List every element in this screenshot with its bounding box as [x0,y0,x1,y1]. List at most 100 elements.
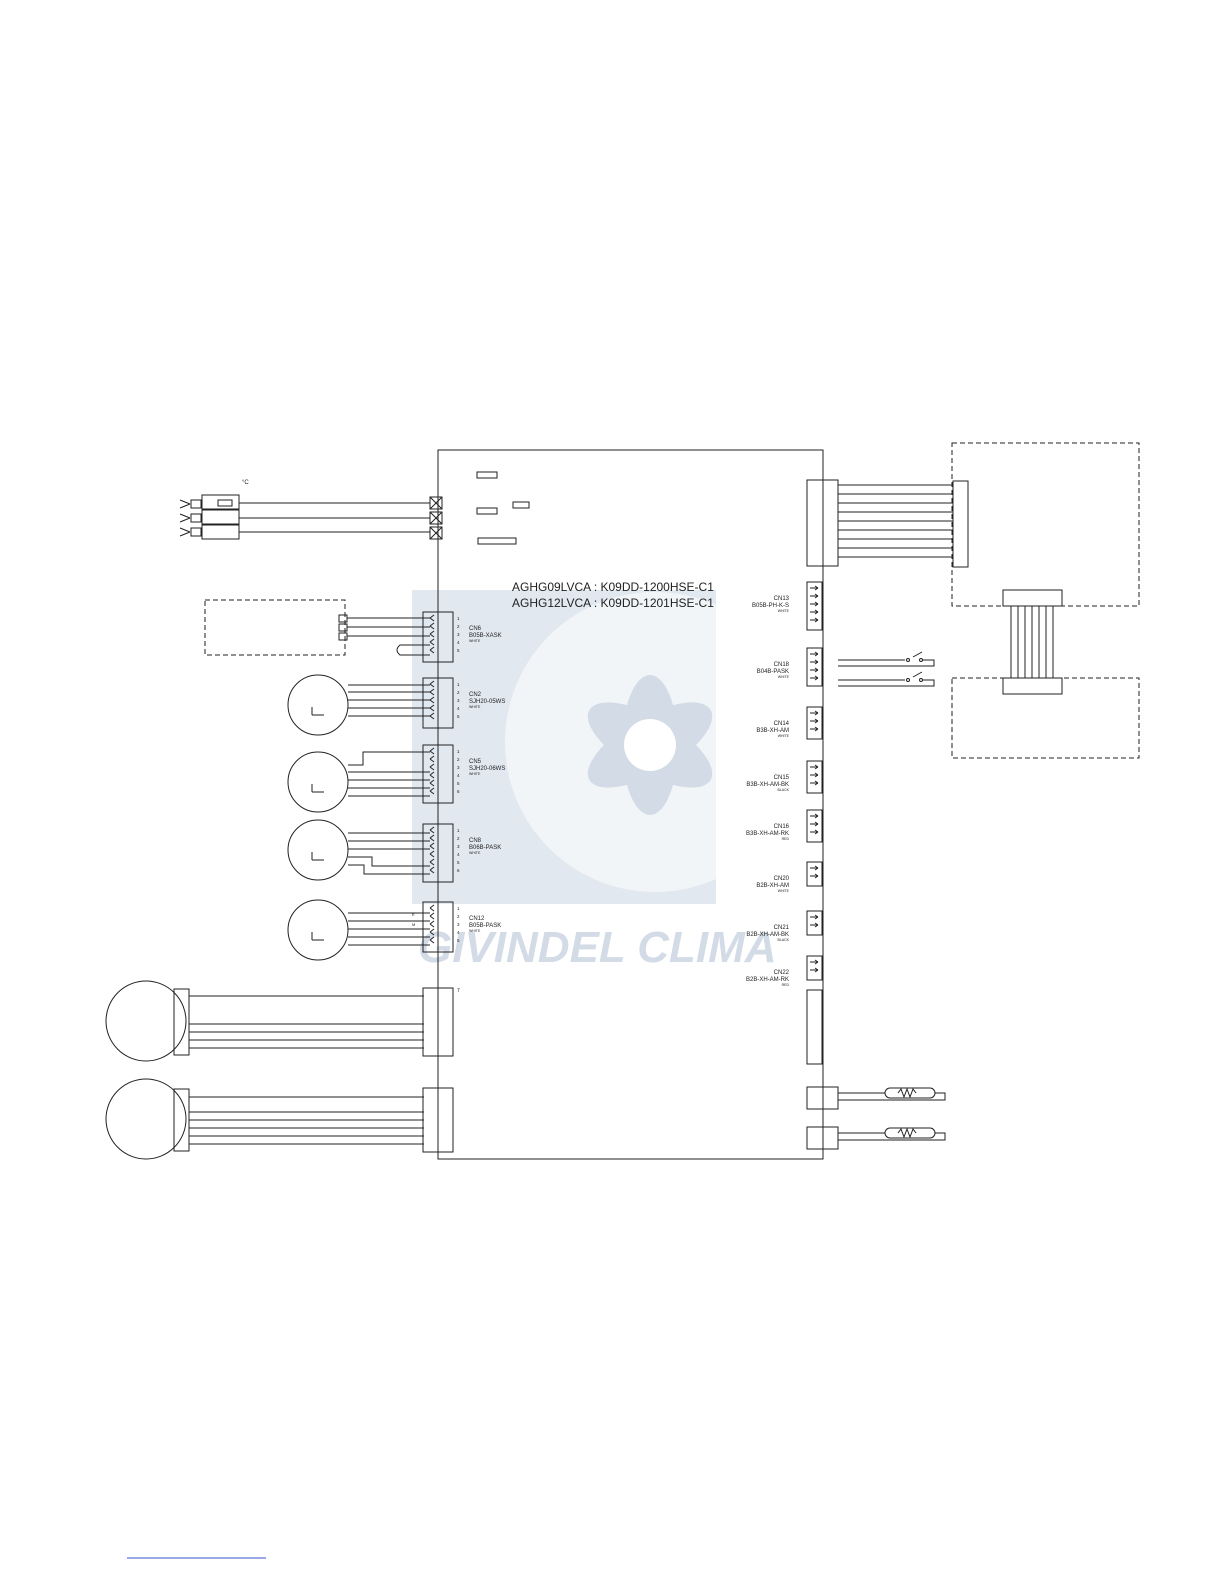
pin-label: 4 [457,640,460,645]
pin-label: 5 [457,860,460,865]
connector-id: CN12 [469,916,485,922]
connector-part: B2B-XH-AM-BK [746,932,789,938]
pin-label: 3 [457,844,460,849]
connector-color: WHITE [469,639,481,643]
pin-label: 4 [457,930,460,935]
watermark-flower-icon [587,675,713,815]
connector-part: B06B-PASK [469,845,501,851]
pin-label: 2 [457,757,460,762]
pin-label: 2 [457,624,460,629]
connector-id: CN16 [774,824,790,830]
motor-icon [287,674,349,961]
pin-label: 4 [457,706,460,711]
pcb-component [476,471,498,479]
connector-id: CN14 [774,721,790,727]
connector-part: SJH20-06WS [469,766,505,772]
pin-label: 6 [457,868,460,873]
pin-label: 1 [457,616,460,621]
cn12-mark-m: M [412,922,415,927]
connector-id: CN20 [774,876,790,882]
connector-id: CN22 [774,970,790,976]
pin-label: 2 [457,690,460,695]
connector-part: B3B-XH-AM-RK [746,831,789,837]
connector-color: RED [782,983,790,987]
pin-label: 3 [457,922,460,927]
pin-label: 4 [457,773,460,778]
pin-label: 5 [457,781,460,786]
pin-label: 2 [457,836,460,841]
connector-color: BLACK [778,938,790,942]
connector-id: CN15 [774,775,790,781]
fuse-icon [217,499,233,507]
pcb-board [437,449,824,1160]
pin-label: 1 [457,906,460,911]
connector-id: CN8 [469,838,482,844]
connector-color: RED [782,837,790,841]
watermark-text: GIVINDEL CLIMA [418,923,777,972]
stepper-wires [189,995,424,1145]
remote-unit-box [951,677,1140,759]
connector-id: CN13 [774,596,790,602]
pin-label: 5 [457,714,460,719]
connector-part: B05B-PH-K-S [752,603,789,609]
connector-color: WHITE [469,851,481,855]
stepper-motor-icon [105,980,190,1160]
connector-part: B2B-XH-AM-RK [746,977,789,983]
connector-id: CN6 [469,626,482,632]
connector-color: WHITE [778,734,790,738]
pin-label: 1 [457,682,460,687]
right-connector-group: CN13B05B-PH-K-SWHITECN18B04B-PASKWHITECN… [746,581,823,987]
thermistor-icon [838,1087,946,1141]
switch-icon [838,651,935,687]
model-line-1: AGHG09LVCA : K09DD-1200HSE-C1 [512,580,714,594]
watermark: GIVINDEL CLIMA [412,590,805,972]
connector-part: B2B-XH-AM [756,883,789,889]
connector-part: B3B-XH-AM-BK [746,782,789,788]
pin-label: 7 [457,988,460,994]
display-wires [838,484,1054,678]
cn12-mark-e: E [412,912,415,917]
connector-part: B05B-XASK [469,633,502,639]
pin-label: 3 [457,765,460,770]
connector-color: BLACK [778,788,790,792]
connector-part: SJH20-05WS [469,699,505,705]
degree-label: °C [242,480,249,486]
connector-color: WHITE [778,889,790,893]
pin-label: 5 [457,938,460,943]
connector-part: B05B-PASK [469,923,501,929]
connector-part: B04B-PASK [757,669,789,675]
sensor-unit-box [204,599,346,656]
fuse-icon [512,501,530,509]
pin-label: 1 [457,749,460,754]
connector-color: WHITE [778,675,790,679]
connector-color: WHITE [469,772,481,776]
model-line-2: AGHG12LVCA : K09DD-1201HSE-C1 [512,596,714,610]
power-terminal-block: °C [179,480,443,540]
pin-label: 3 [457,632,460,637]
motor-wires [348,684,430,946]
pin-label: 2 [457,914,460,919]
left-connector-group: 12345CN6B05B-XASKWHITE12345CN2SJH20-05WS… [422,611,505,953]
pin-label: 5 [457,648,460,653]
connector-id: CN21 [774,925,790,931]
connector-color: WHITE [778,609,790,613]
pin-label: 6 [457,789,460,794]
connector-id: CN2 [469,692,482,698]
pcb-component [477,537,517,545]
display-unit-box [951,442,1140,607]
connector-part: B3B-XH-AM [756,728,789,734]
pin-label: 1 [457,828,460,833]
